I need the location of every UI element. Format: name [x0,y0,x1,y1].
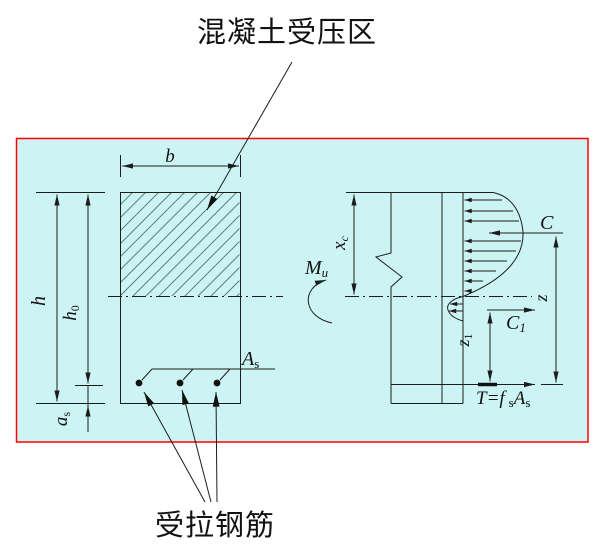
dim-b: b [120,146,241,177]
label-As: As [240,348,259,371]
label-h0-main: h [60,311,81,321]
dim-z: z [531,236,559,383]
rebar-leader-arrows [143,389,220,503]
stress-view: Mu xc C z C1 [304,192,563,410]
moment-arrow: Mu [304,257,333,324]
dim-xc: xc [329,194,357,295]
label-T-sub1: s [509,395,514,410]
label-h: h [28,296,50,306]
label-Mu-main: M [304,257,323,279]
dim-as: as [51,385,91,432]
label-z1-sub: 1 [461,333,475,339]
title-leader-arrow [206,61,293,211]
highlight-panel [15,137,589,443]
dim-h: h [28,194,60,402]
label-C1-sub: 1 [519,320,526,335]
label-T-area: A [512,388,526,409]
label-C1-main: C [506,312,520,334]
section-outline [120,192,241,404]
compression-zone-hatch [121,193,240,296]
steel-area-leader: As [141,348,275,381]
label-T-sub2: s [525,395,530,410]
dim-z1: z1 [453,312,493,382]
beam-left-edge-break [374,192,403,404]
label-C: C [540,212,554,234]
label-xc-main: x [329,241,350,251]
label-b: b [165,146,175,167]
label-As-sub: s [254,356,259,371]
label-as-sub: s [59,412,73,417]
rebar-dot [213,379,221,387]
label-h0: h0 [60,305,82,321]
comp-resultant2: C1 [487,307,535,335]
rebar-dot [135,379,143,387]
label-Mu: Mu [304,257,329,280]
cross-section-view: b h h0 as [28,146,283,432]
rebar-dots [135,379,221,387]
tension-stress-curve [447,296,464,322]
label-z1-main: z [453,339,473,347]
label-Mu-sub: u [322,265,329,280]
label-xc: xc [329,235,351,250]
rebar-dot [176,379,184,387]
stress-hatch-arrows [464,197,521,294]
label-As-main: A [240,348,255,370]
footer-tension-rebar: 受拉钢筋 [155,509,275,542]
title-compression-zone: 混凝土受压区 [197,16,377,49]
stress-curve [462,192,524,297]
annotations: 混凝土受压区 受拉钢筋 [143,16,377,542]
comp-resultant: C [489,212,563,236]
label-as-main: a [51,417,72,427]
label-T-main: T=f [476,388,507,409]
label-h0-sub: 0 [68,305,82,311]
dim-h0: h0 [60,194,91,384]
label-as: as [51,412,73,427]
label-z: z [531,294,551,302]
label-z1: z1 [453,333,475,347]
label-C1: C1 [506,312,526,335]
label-xc-sub: c [337,235,351,241]
